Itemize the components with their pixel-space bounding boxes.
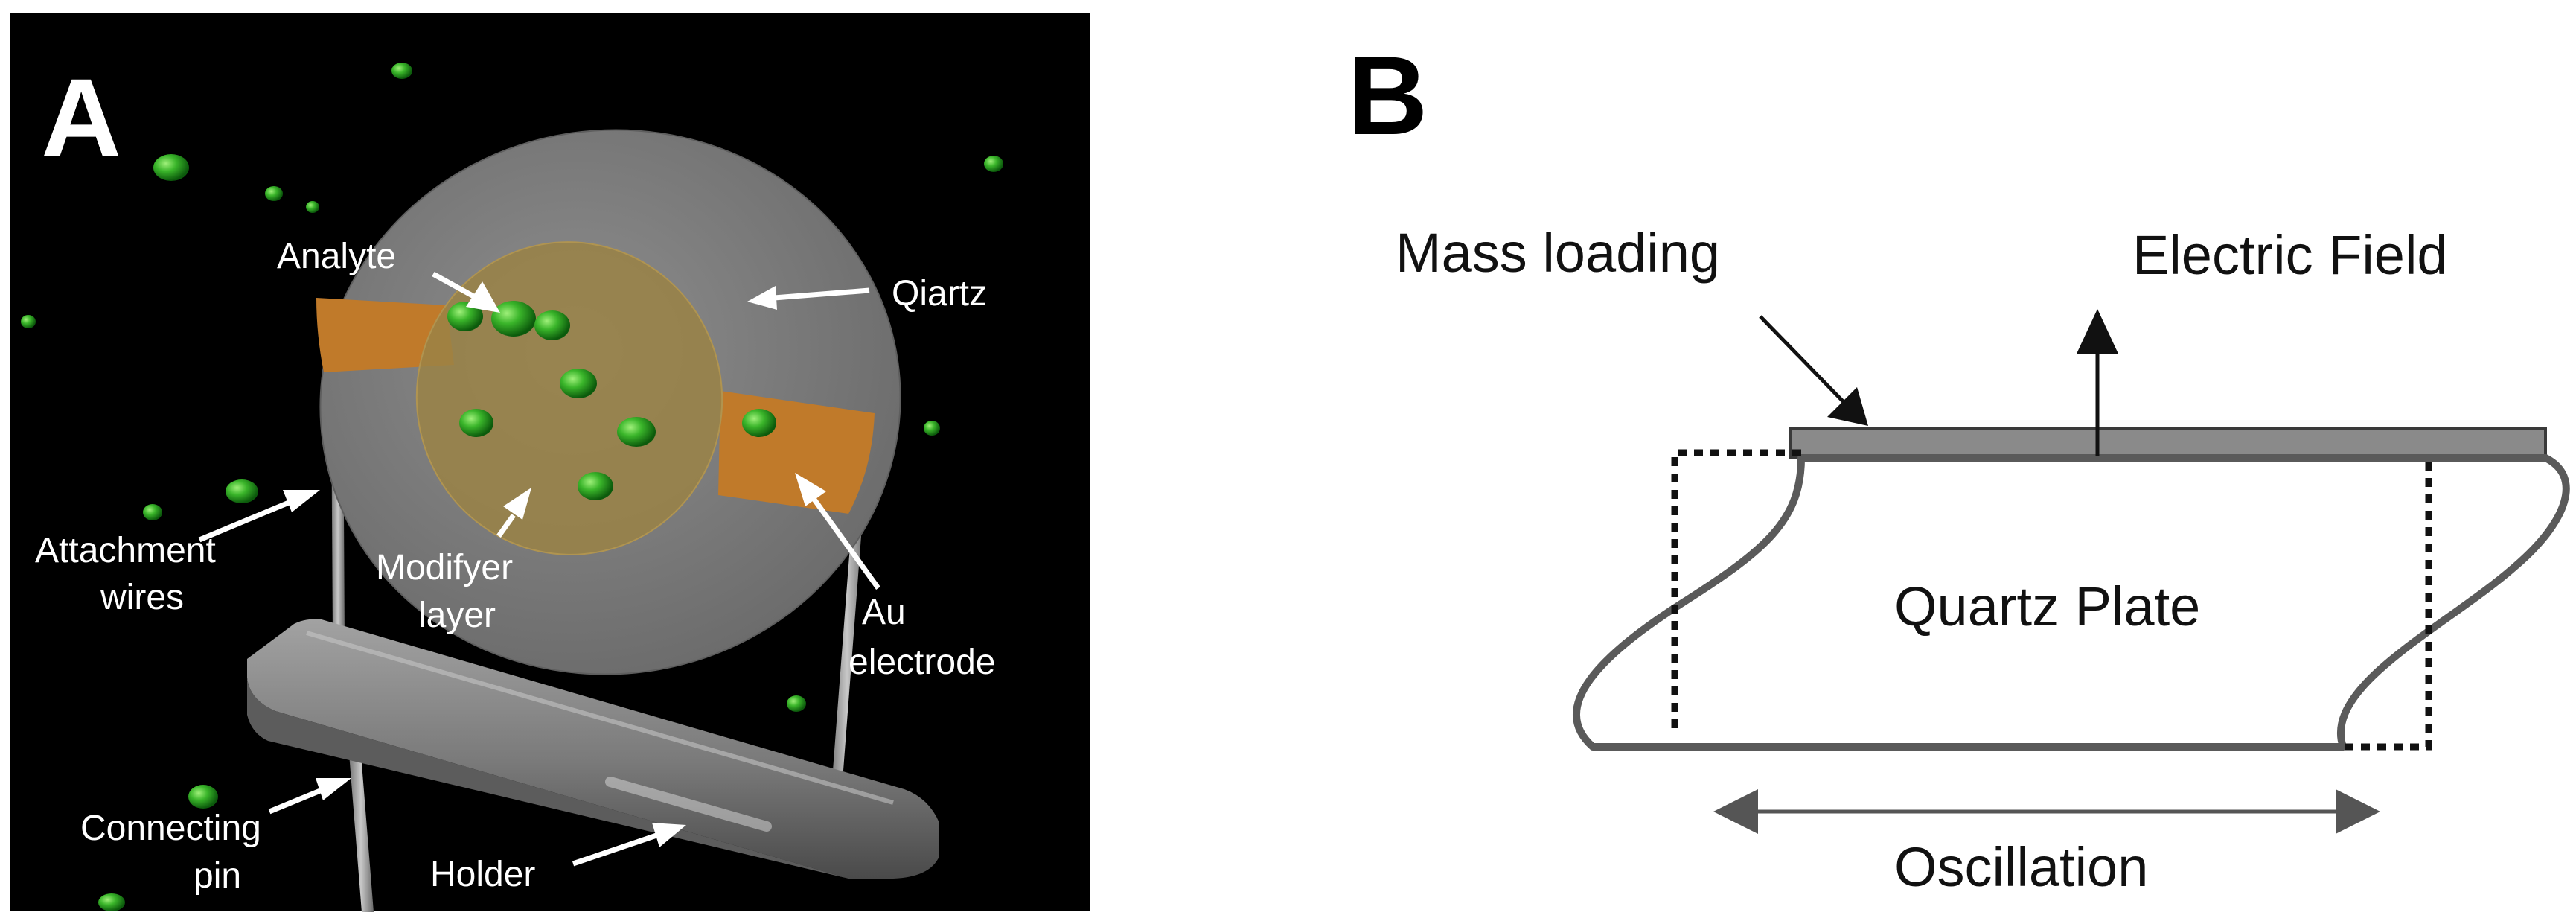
panel-b-letter: B — [1347, 33, 1428, 158]
bound-analytes — [447, 301, 776, 500]
au-electrode-label-line1: Au — [862, 593, 906, 632]
attachment-wires-label-line1: Attachment — [35, 531, 216, 570]
attachment-wires-label-line2: wires — [100, 578, 184, 617]
analyte-arrow — [432, 271, 500, 313]
quartz-arrow — [747, 286, 870, 310]
quartz-plate-label: Quartz Plate — [1894, 576, 2200, 637]
au-electrode-label-line2: electrode — [848, 643, 995, 682]
holder — [247, 619, 939, 879]
holder-arrow — [572, 823, 686, 867]
connecting-pin-arrow — [268, 778, 351, 815]
quartz-plate-outline — [1573, 454, 2570, 751]
au-electrode-arrow — [795, 473, 880, 590]
mass-loading-arrow — [1759, 315, 1868, 426]
electric-field-arrow — [2077, 309, 2118, 456]
quartz-label: Qiartz — [892, 274, 987, 313]
connecting-pin-label-line2: pin — [194, 856, 241, 896]
holder-label: Holder — [430, 855, 535, 894]
panel-a: A Analyte Qiartz Attachment wires Modify… — [10, 13, 1090, 912]
oscillation-arrow — [1713, 789, 2380, 834]
analyte-label: Analyte — [277, 237, 396, 276]
connecting-pin-label-line1: Connecting — [80, 809, 261, 848]
connecting-pins — [348, 745, 374, 912]
panel-b: B Mass loading Electric Field Qua — [1347, 33, 2570, 898]
panel-a-letter: A — [41, 55, 121, 180]
modifier-layer-label-line1: Modifyer — [376, 548, 513, 587]
modifier-layer-arrow — [496, 488, 531, 538]
attachment-wires-arrow — [198, 490, 320, 543]
oscillation-label: Oscillation — [1894, 836, 2148, 898]
panel-a-arrows — [198, 271, 880, 867]
rest-position-dotted — [1671, 449, 2432, 751]
mass-loading-label: Mass loading — [1396, 222, 1720, 284]
modifier-layer-label-line2: layer — [418, 596, 496, 635]
mass-loading-layer — [1789, 427, 2547, 459]
electric-field-label: Electric Field — [2132, 224, 2448, 286]
